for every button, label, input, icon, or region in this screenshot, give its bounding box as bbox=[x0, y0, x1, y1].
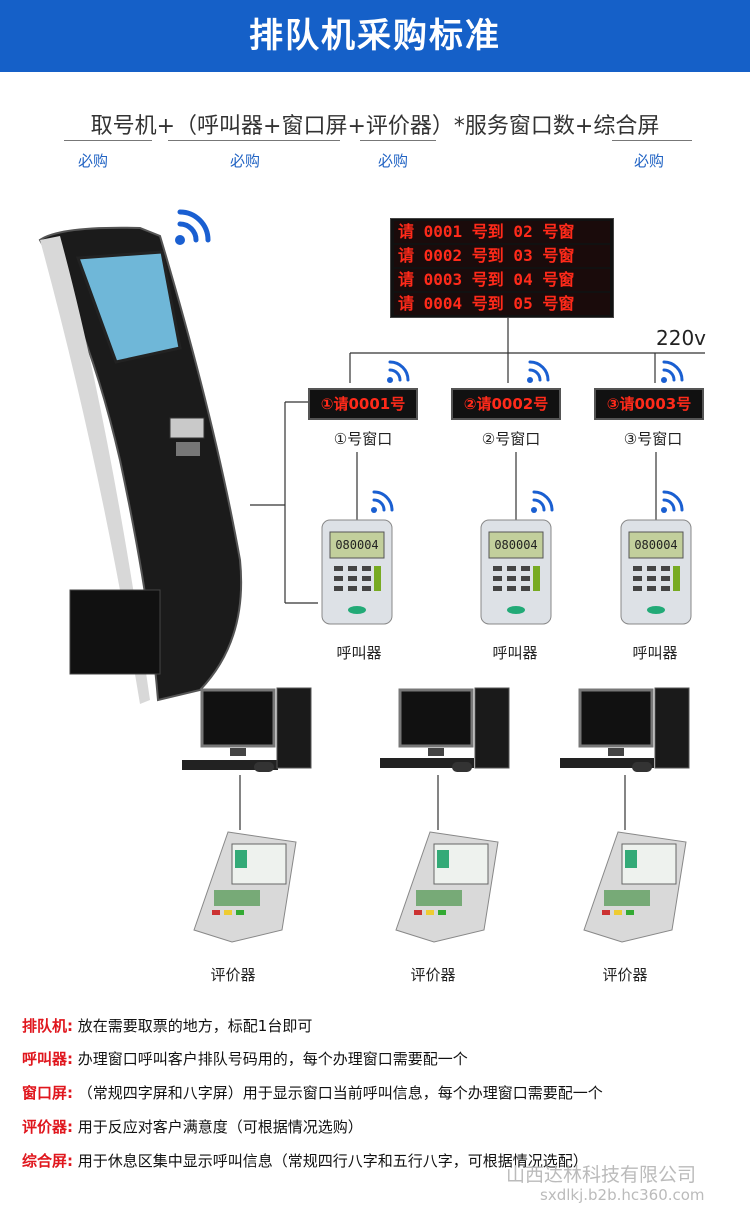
computer-2 bbox=[380, 687, 510, 772]
must-buy-3: 必购 bbox=[378, 152, 409, 170]
description-key: 综合屏: bbox=[22, 1152, 73, 1170]
caller-label-2: 呼叫器 bbox=[492, 644, 538, 662]
window-screen-3: ③请0003号 bbox=[594, 388, 704, 420]
must-buy-1: 必购 bbox=[78, 152, 109, 170]
wifi-icon-screen-1 bbox=[387, 360, 410, 383]
led-row: 请 0002 号到 03 号窗 bbox=[394, 245, 610, 267]
caller-device-3 bbox=[620, 519, 692, 625]
caller-lcd-2: 080004 bbox=[494, 538, 538, 552]
evaluator-device-1 bbox=[193, 831, 297, 943]
caller-lcd-1: 080004 bbox=[335, 538, 379, 552]
purchase-formula: 取号机+（呼叫器+窗口屏+评价器）*服务窗口数+综合屏 bbox=[90, 114, 660, 139]
watermark-company: 山西达林科技有限公司 bbox=[506, 1164, 697, 1186]
led-row: 请 0001 号到 02 号窗 bbox=[394, 221, 610, 243]
description-item: 综合屏: 用于休息区集中显示呼叫信息（常规四行八字和五行八字，可根据情况选配） bbox=[22, 1150, 588, 1171]
underline-group bbox=[168, 140, 340, 141]
caller-label-3: 呼叫器 bbox=[632, 644, 678, 662]
evaluator-label-2: 评价器 bbox=[410, 966, 456, 984]
window-label-1: ①号窗口 bbox=[333, 430, 393, 448]
description-value: 用于反应对客户满意度（可根据情况选购） bbox=[77, 1118, 363, 1136]
underline-overview bbox=[612, 140, 692, 141]
description-item: 排队机: 放在需要取票的地方，标配1台即可 bbox=[22, 1015, 312, 1036]
caller-lcd-3: 080004 bbox=[634, 538, 678, 552]
computer-3 bbox=[560, 687, 690, 772]
computer-1 bbox=[182, 687, 312, 772]
description-item: 呼叫器: 办理窗口呼叫客户排队号码用的，每个办理窗口需要配一个 bbox=[22, 1048, 468, 1069]
description-key: 排队机: bbox=[22, 1017, 73, 1035]
description-value: 放在需要取票的地方，标配1台即可 bbox=[77, 1017, 313, 1035]
led-row: 请 0004 号到 05 号窗 bbox=[394, 293, 610, 315]
wifi-icon-caller-2 bbox=[531, 490, 554, 513]
power-label: 220v bbox=[656, 326, 707, 350]
overview-led-board: 请 0001 号到 02 号窗 请 0002 号到 03 号窗 请 0003 号… bbox=[390, 218, 614, 318]
queue-kiosk-image bbox=[38, 226, 243, 704]
evaluator-label-1: 评价器 bbox=[210, 966, 256, 984]
window-label-2: ②号窗口 bbox=[481, 430, 541, 448]
watermark-url: sxdlkj.b2b.hc360.com bbox=[540, 1186, 705, 1204]
window-screen-1: ①请0001号 bbox=[308, 388, 418, 420]
wifi-icon bbox=[175, 209, 211, 245]
caller-label-1: 呼叫器 bbox=[336, 644, 382, 662]
underline-kiosk bbox=[64, 140, 152, 141]
evaluator-label-3: 评价器 bbox=[602, 966, 648, 984]
caller-device-1 bbox=[321, 519, 393, 625]
window-label-3: ③号窗口 bbox=[623, 430, 683, 448]
evaluator-device-3 bbox=[583, 831, 687, 943]
wifi-icon-screen-2 bbox=[527, 360, 550, 383]
wifi-icon-screen-3 bbox=[661, 360, 684, 383]
wifi-icon-caller-1 bbox=[371, 490, 394, 513]
window-screen-2: ②请0002号 bbox=[451, 388, 561, 420]
evaluator-device-2 bbox=[395, 831, 499, 943]
caller-device-2 bbox=[480, 519, 552, 625]
description-value: 办理窗口呼叫客户排队号码用的，每个办理窗口需要配一个 bbox=[77, 1050, 468, 1068]
led-row: 请 0003 号到 04 号窗 bbox=[394, 269, 610, 291]
description-value: （常规四字屏和八字屏）用于显示窗口当前呼叫信息，每个办理窗口需要配一个 bbox=[77, 1084, 603, 1102]
description-key: 窗口屏: bbox=[22, 1084, 73, 1102]
description-item: 评价器: 用于反应对客户满意度（可根据情况选购） bbox=[22, 1116, 363, 1137]
page-title: 排队机采购标准 bbox=[0, 0, 750, 72]
must-buy-2: 必购 bbox=[230, 152, 261, 170]
description-item: 窗口屏: （常规四字屏和八字屏）用于显示窗口当前呼叫信息，每个办理窗口需要配一个 bbox=[22, 1082, 603, 1103]
description-key: 评价器: bbox=[22, 1118, 73, 1136]
underline-evaluator bbox=[360, 140, 436, 141]
must-buy-4: 必购 bbox=[634, 152, 665, 170]
wifi-icon-caller-3 bbox=[661, 490, 684, 513]
description-value: 用于休息区集中显示呼叫信息（常规四行八字和五行八字，可根据情况选配） bbox=[77, 1152, 588, 1170]
description-key: 呼叫器: bbox=[22, 1050, 73, 1068]
